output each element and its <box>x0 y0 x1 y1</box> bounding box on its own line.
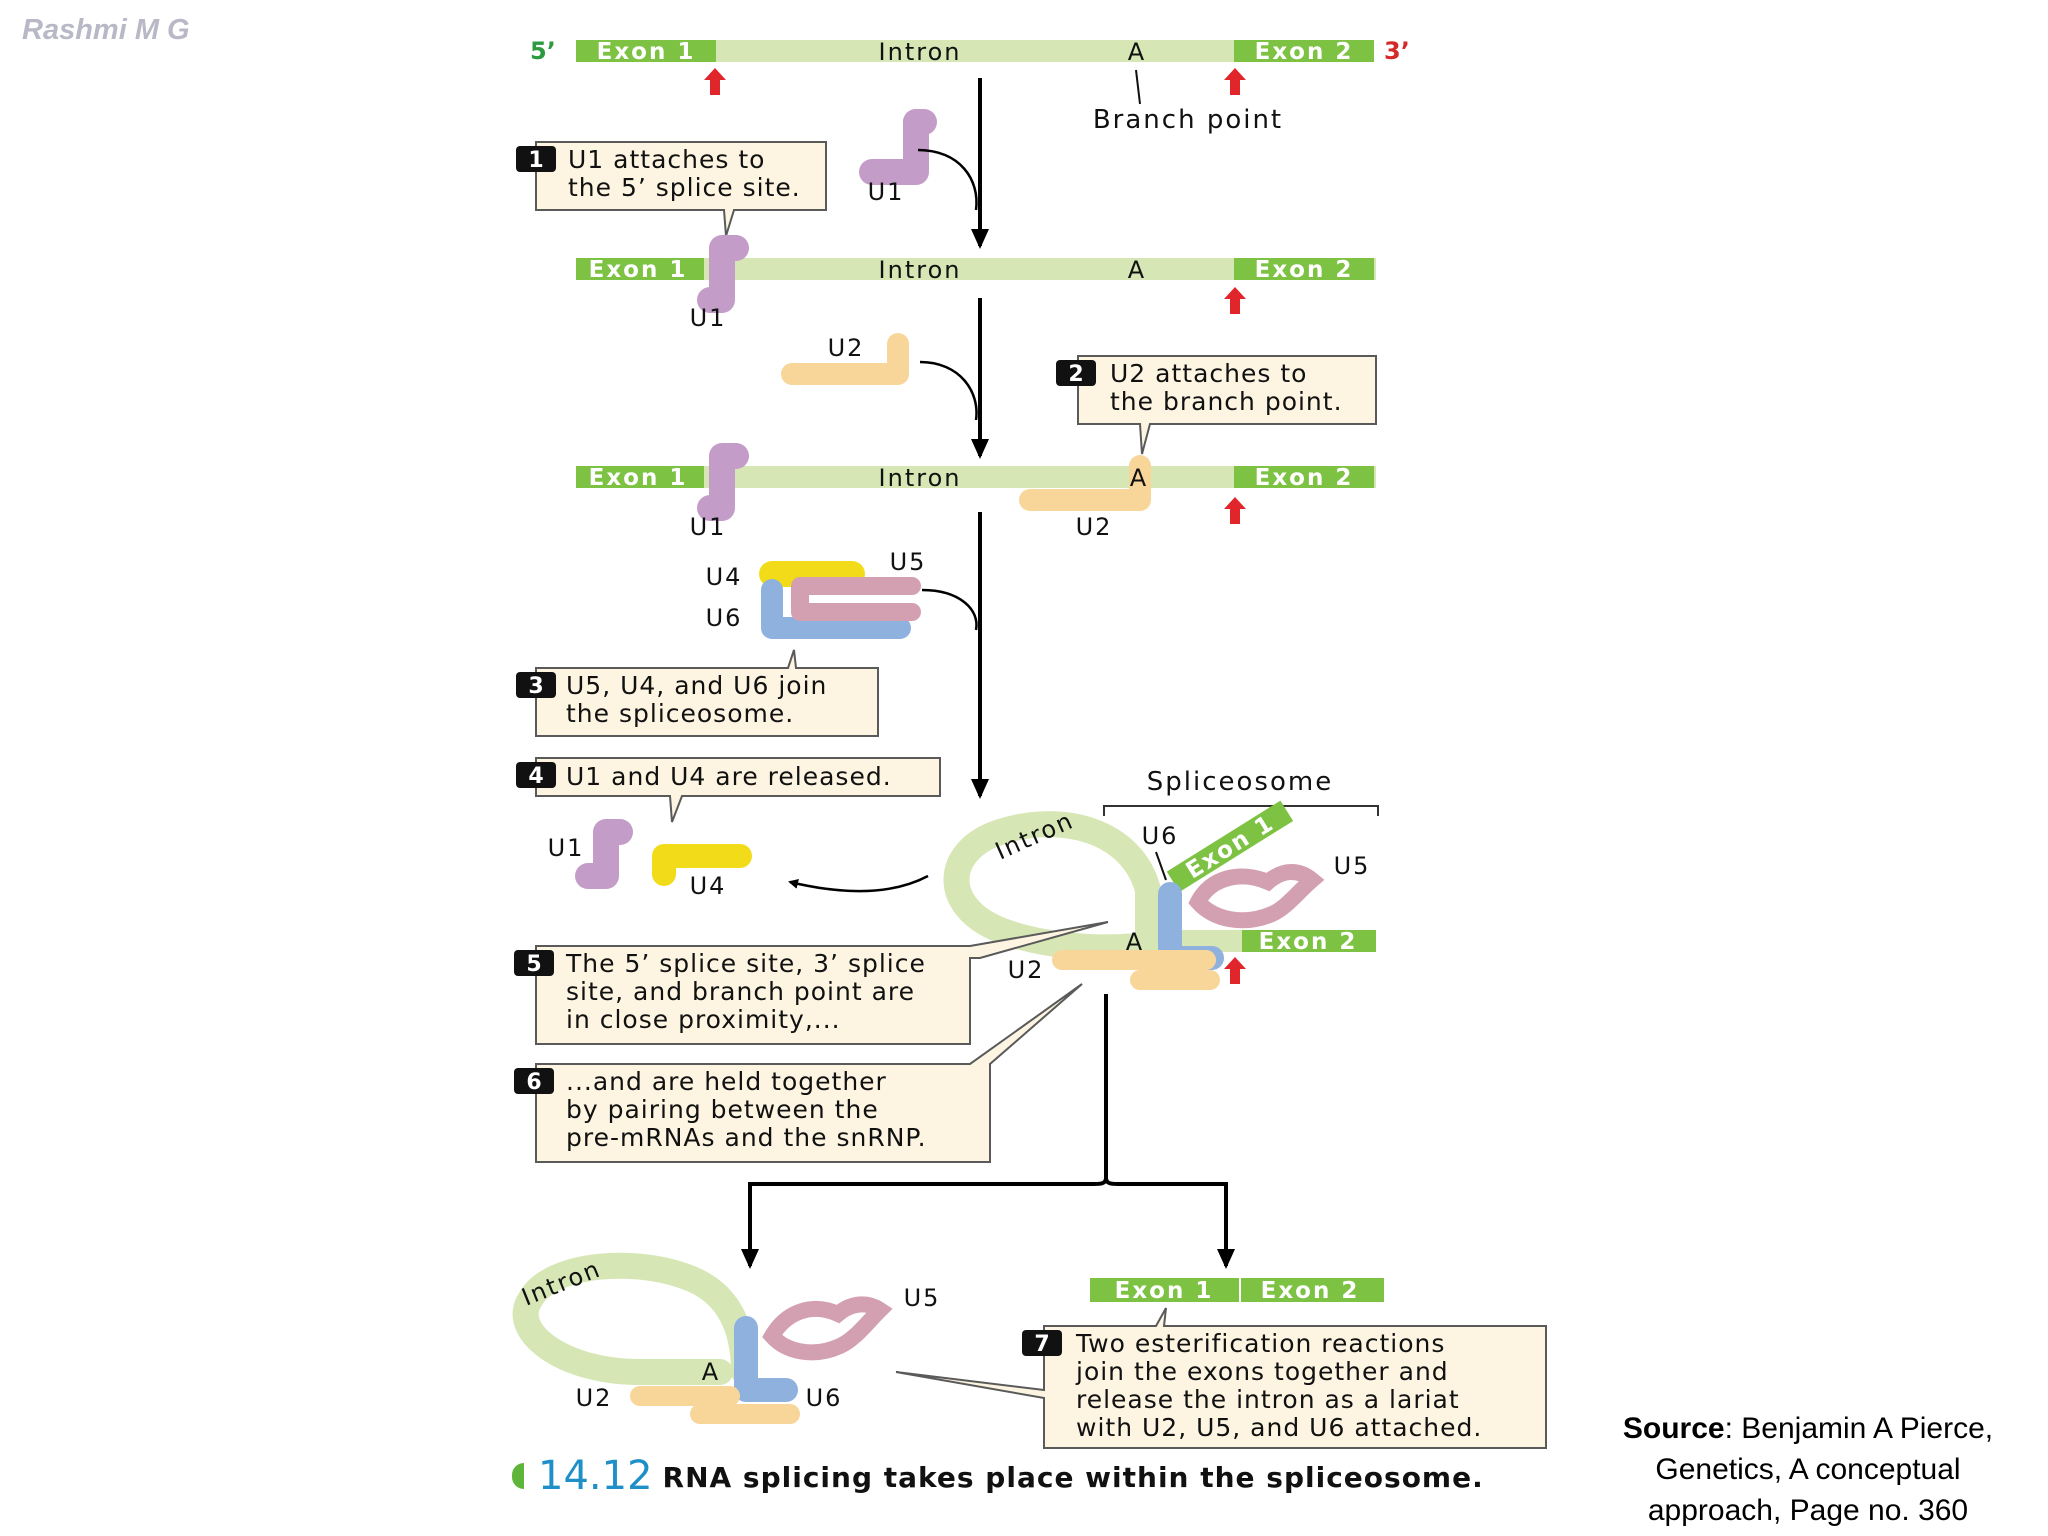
released-snrnps: U1 U4 <box>548 819 752 900</box>
step-4-number: 4 <box>528 764 543 789</box>
u4-u5-u6-complex: U4 U6 U5 <box>706 548 927 639</box>
step-6-callout: 6 ...and are held together by pairing be… <box>514 983 1083 1163</box>
step-7-number: 7 <box>1034 1332 1049 1357</box>
source-text: : Benjamin A Pierce, Genetics, A concept… <box>1647 1412 1994 1527</box>
source-citation: Source: Benjamin A Pierce, Genetics, A c… <box>1588 1408 2028 1531</box>
release-arrow <box>788 874 929 893</box>
step-6-line-1: ...and are held together <box>566 1067 887 1096</box>
u1-label-row-2: U1 <box>690 304 727 332</box>
u5-label-spliceosome: U5 <box>1334 852 1371 880</box>
step-2-callout: 2 U2 attaches to the branch point. <box>1056 355 1377 455</box>
step-3-callout: 3 U5, U4, and U6 join the spliceosome. <box>516 649 879 737</box>
splice-site-arrow-row-2 <box>1224 287 1246 314</box>
source-label: Source <box>1622 1412 1725 1445</box>
spliced-exon-1-label: Exon 1 <box>1115 1278 1214 1304</box>
branch-a-label: A <box>1128 38 1145 66</box>
u1-released-label: U1 <box>548 834 585 862</box>
u2-label-spliceosome: U2 <box>1008 956 1045 984</box>
step-6-number: 6 <box>526 1070 541 1095</box>
pre-mrna-row-3: Exon 1 Exon 2 Intron A U1 U2 <box>576 443 1376 541</box>
splice-site-arrow-row-3 <box>1224 497 1246 524</box>
five-prime-label: 5’ <box>530 37 556 65</box>
u2-label-lariat: U2 <box>576 1384 613 1412</box>
u2-snrnp-incoming: U2 <box>781 333 909 385</box>
step-7-line-1: Two esterification reactions <box>1075 1329 1445 1358</box>
step-7-callout: 7 Two esterification reactions join the … <box>895 1307 1547 1449</box>
split-arrows <box>741 994 1235 1269</box>
step-5-number: 5 <box>526 952 541 977</box>
splice-site-arrow-5 <box>704 68 726 95</box>
exon-1-label-row-2: Exon 1 <box>589 257 688 283</box>
lariat-product: Intron A U2 U6 U5 <box>512 1252 941 1424</box>
step-1-number: 1 <box>528 148 543 173</box>
step-2-line-1: U2 attaches to <box>1110 359 1307 388</box>
exon-2-label-row-2: Exon 2 <box>1255 257 1354 283</box>
u1-bound-row-3 <box>697 443 749 521</box>
spliceosome: Spliceosome Intron Exon 2 Exon 1 A U6 U5… <box>943 767 1379 990</box>
a-label-row-2: A <box>1128 256 1145 284</box>
u1-bound: U1 <box>690 235 749 332</box>
step-4-callout: 4 U1 and U4 are released. <box>516 757 941 823</box>
step-1-callout: 1 U1 attaches to the 5’ splice site. <box>516 141 827 237</box>
step-6-line-2: by pairing between the <box>566 1095 879 1124</box>
step-1-line-2: the 5’ splice site. <box>568 173 801 202</box>
spliceosome-label: Spliceosome <box>1147 767 1333 797</box>
u4-released-label: U4 <box>690 872 727 900</box>
pre-mrna-row-2: Exon 1 Exon 2 Intron A U1 <box>576 235 1376 332</box>
splice-site-arrow-spliceosome <box>1224 957 1246 984</box>
spliced-exon-2-label: Exon 2 <box>1261 1278 1360 1304</box>
exon-2-block <box>1234 40 1374 62</box>
step-3-line-1: U5, U4, and U6 join <box>566 671 827 700</box>
caption-text: RNA splicing takes place within the spli… <box>662 1461 1484 1494</box>
u5-label-lariat: U5 <box>904 1284 941 1312</box>
step-7-line-3: release the intron as a lariat <box>1076 1385 1460 1414</box>
step-3-line-2: the spliceosome. <box>566 699 794 728</box>
figure-caption: 14.12 RNA splicing takes place within the… <box>512 1453 1492 1499</box>
exon-2-label: Exon 2 <box>1255 39 1354 65</box>
exon-2-label-row-3: Exon 2 <box>1255 465 1354 491</box>
u2-label-row-3: U2 <box>1076 513 1113 541</box>
caption-marker-icon <box>512 1463 524 1489</box>
pre-mrna-row-1: 5’ 3’ Exon 1 Exon 2 Intron A Branch poin… <box>530 37 1410 135</box>
spliced-mrna: Exon 1 Exon 2 <box>1090 1278 1384 1304</box>
exon-2-label-spliceosome: Exon 2 <box>1259 929 1358 955</box>
step-7-line-4: with U2, U5, and U6 attached. <box>1076 1413 1482 1442</box>
intron-label: Intron <box>879 38 962 66</box>
u1-label: U1 <box>868 178 905 206</box>
step-6-line-3: pre-mRNAs and the snRNP. <box>566 1123 927 1152</box>
u2-label: U2 <box>828 334 865 362</box>
figure-number: 14.12 <box>538 1453 653 1499</box>
splice-site-arrow-3 <box>1224 68 1246 95</box>
step-5-line-1: The 5’ splice site, 3’ splice <box>565 949 926 978</box>
author-name: Rashmi M G <box>22 14 190 46</box>
exon-1-label-row-3: Exon 1 <box>589 465 688 491</box>
three-prime-label: 3’ <box>1384 37 1410 65</box>
step-3-number: 3 <box>528 674 543 699</box>
step-5-line-2: site, and branch point are <box>566 977 915 1006</box>
u6-label: U6 <box>706 604 743 632</box>
u6-label-spliceosome: U6 <box>1142 822 1179 850</box>
intron-label-row-2: Intron <box>879 256 962 284</box>
u5-label: U5 <box>890 548 927 576</box>
branch-point-label: Branch point <box>1093 105 1283 135</box>
step-1-line-1: U1 attaches to <box>568 145 765 174</box>
step-4-line-1: U1 and U4 are released. <box>566 762 892 791</box>
u1-snrnp-incoming: U1 <box>859 109 937 206</box>
u6-label-lariat: U6 <box>806 1384 843 1412</box>
step-7-line-2: join the exons together and <box>1075 1357 1449 1386</box>
a-label-row-3: A <box>1130 464 1147 492</box>
step-5-callout: 5 The 5’ splice site, 3’ splice site, an… <box>514 921 1109 1045</box>
step-5-line-3: in close proximity,... <box>566 1005 841 1034</box>
u1-label-row-3: U1 <box>690 513 727 541</box>
u2-bound <box>1019 455 1151 511</box>
step-2-line-2: the branch point. <box>1110 387 1343 416</box>
step-2-number: 2 <box>1068 362 1083 387</box>
a-label-lariat: A <box>702 1358 719 1386</box>
u4-label: U4 <box>706 563 743 591</box>
exon-1-block <box>576 40 716 62</box>
intron-label-row-3: Intron <box>879 464 962 492</box>
a-label-spliceosome: A <box>1126 928 1143 956</box>
exon-1-label: Exon 1 <box>597 39 696 65</box>
